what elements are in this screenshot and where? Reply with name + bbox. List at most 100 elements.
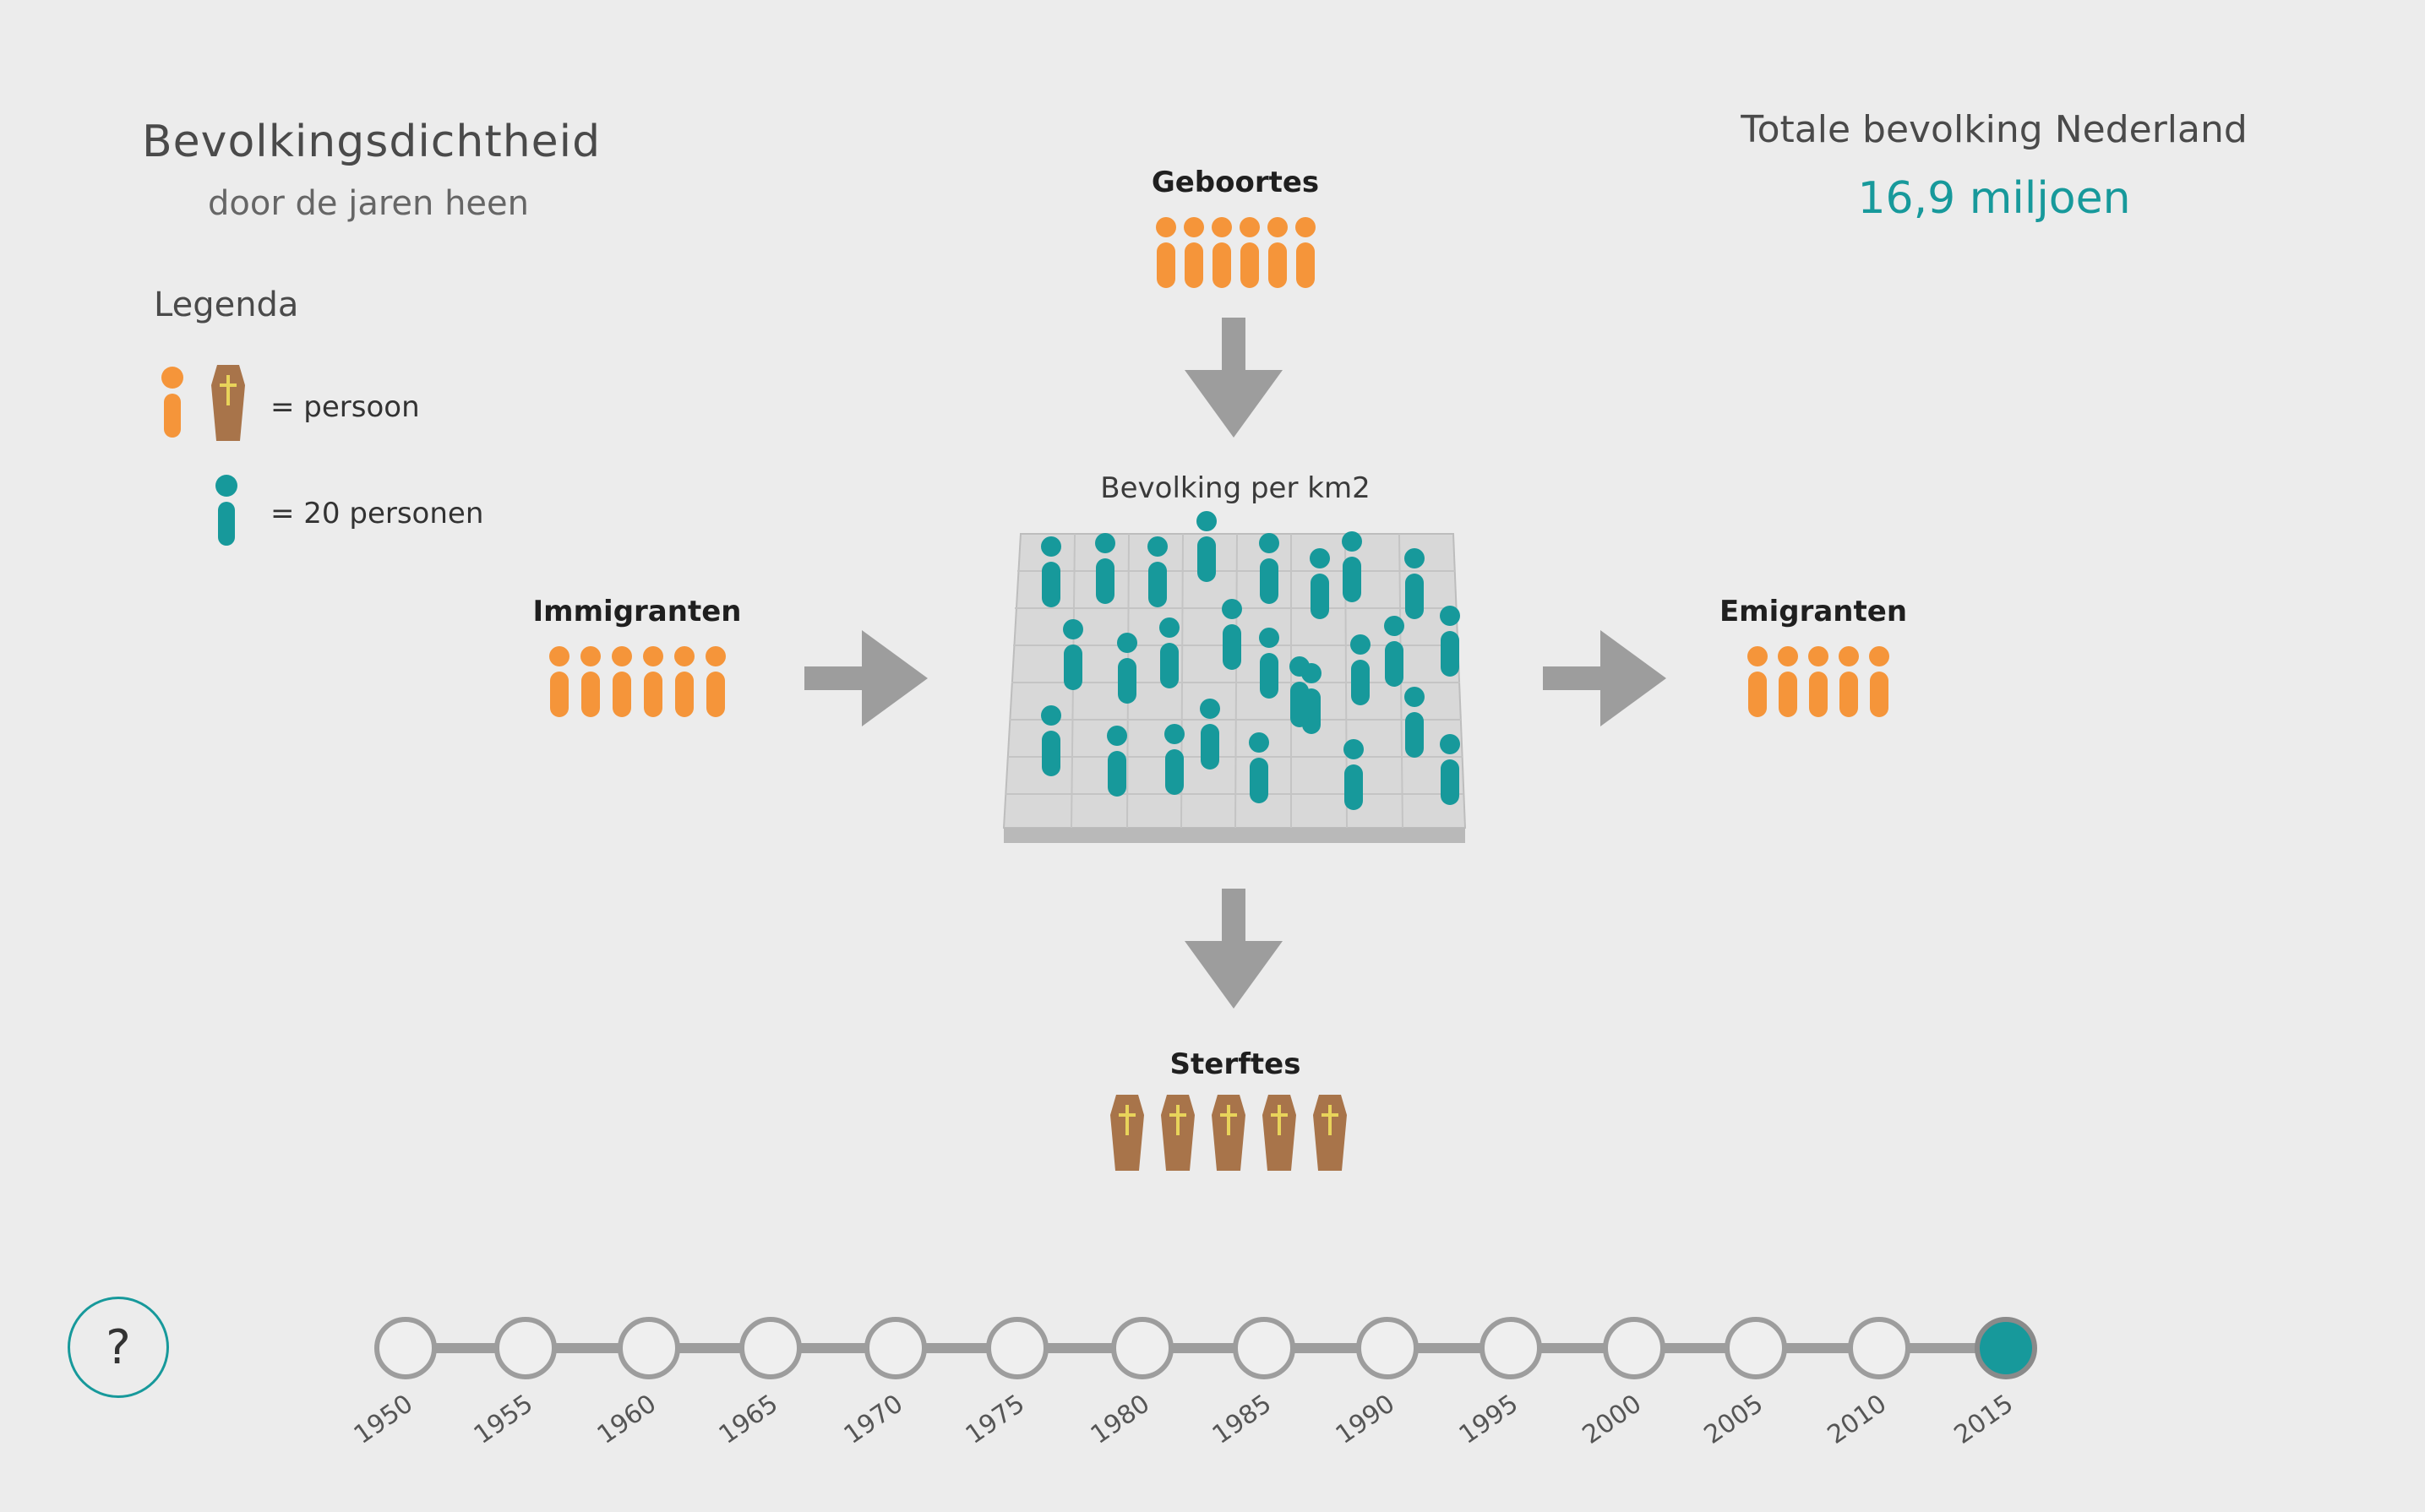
timeline-year-label: 1965 (713, 1389, 784, 1450)
person-icon (612, 646, 632, 717)
group-person-icon (1249, 732, 1269, 803)
help-symbol: ? (106, 1319, 131, 1375)
timeline-node-1990[interactable] (1356, 1317, 1419, 1379)
arrow-down-icon (1185, 889, 1283, 1009)
timeline-year-label: 1960 (591, 1389, 662, 1450)
timeline-node-2005[interactable] (1725, 1317, 1787, 1379)
group-person-icon (1343, 739, 1364, 810)
coffin-icon (211, 365, 245, 441)
person-icon (1156, 217, 1176, 288)
group-person-icon (1342, 531, 1362, 602)
timeline-node-1960[interactable] (618, 1317, 680, 1379)
total-population-value: 16,9 miljoen (1857, 173, 2131, 224)
person-icon (549, 646, 569, 717)
timeline-year-label: 1950 (348, 1389, 419, 1450)
arrow-down-icon (1185, 318, 1283, 438)
timeline-year-label: 1995 (1453, 1389, 1524, 1450)
person-icon (1869, 646, 1889, 717)
timeline-year-label: 1975 (960, 1389, 1031, 1450)
arrow-right-icon (804, 630, 928, 726)
group-person-icon (1404, 687, 1425, 758)
group-person-icon (1289, 656, 1310, 727)
births-icons (1153, 216, 1321, 289)
timeline-year-label: 2015 (1948, 1389, 2019, 1450)
group-person-icon (1404, 548, 1425, 619)
timeline-year-label: 2005 (1698, 1389, 1769, 1450)
group-person-icon (1107, 726, 1127, 797)
timeline-year-label: 1985 (1207, 1389, 1278, 1450)
person-icon (1267, 217, 1288, 288)
timeline-node-1995[interactable] (1480, 1317, 1542, 1379)
emigrants-icons (1744, 645, 1896, 718)
timeline-year-label: 1955 (468, 1389, 539, 1450)
person-icon (1839, 646, 1859, 717)
group-person-icon (1440, 606, 1460, 677)
group-person-icon (1384, 616, 1404, 687)
person-icon (1212, 217, 1232, 288)
group-person-icon (1310, 548, 1330, 619)
deaths-label: Sterftes (1169, 1047, 1301, 1081)
total-population-title: Totale bevolking Nederland (1741, 108, 2248, 151)
density-figures (1000, 507, 1470, 828)
density-label: Bevolking per km2 (1100, 471, 1371, 505)
group-person-icon (1350, 634, 1371, 705)
timeline-node-2000[interactable] (1603, 1317, 1665, 1379)
group-person-icon (1222, 599, 1242, 670)
coffin-icon (1161, 1095, 1195, 1171)
timeline-node-1970[interactable] (864, 1317, 927, 1379)
births-label: Geboortes (1151, 166, 1320, 199)
timeline-year-label: 1980 (1085, 1389, 1156, 1450)
coffin-icon (1313, 1095, 1347, 1171)
person-icon (1184, 217, 1204, 288)
group-person-icon (1063, 619, 1083, 690)
arrow-right-icon (1543, 630, 1666, 726)
legend-person-label: = persoon (270, 390, 420, 424)
timeline-node-1950[interactable] (374, 1317, 437, 1379)
person-icon (643, 646, 663, 717)
group-person-icon (1041, 705, 1061, 776)
page-subtitle: door de jaren heen (208, 184, 529, 223)
person-icon (161, 367, 183, 438)
person-icon (1295, 217, 1316, 288)
timeline-node-1965[interactable] (739, 1317, 802, 1379)
group-person-icon (1440, 734, 1460, 805)
timeline-node-1985[interactable] (1233, 1317, 1295, 1379)
coffin-icon (1110, 1095, 1144, 1171)
deaths-icons (1109, 1093, 1362, 1174)
group-person-icon (1041, 536, 1061, 607)
coffin-icon (1262, 1095, 1296, 1171)
group-person-icon (1117, 633, 1137, 704)
immigrants-label: Immigranten (532, 595, 742, 628)
timeline-node-1955[interactable] (494, 1317, 557, 1379)
person-icon (580, 646, 601, 717)
timeline-node-1975[interactable] (986, 1317, 1049, 1379)
group-person-icon (1259, 533, 1279, 604)
person-icon (1778, 646, 1798, 717)
timeline-year-label: 2000 (1577, 1389, 1648, 1450)
group-person-icon (1200, 699, 1220, 770)
emigrants-label: Emigranten (1719, 595, 1908, 628)
group-person-icon (1147, 536, 1168, 607)
timeline-year-label: 1990 (1330, 1389, 1401, 1450)
person-icon (1808, 646, 1828, 717)
person-icon (1747, 646, 1768, 717)
coffin-icon (1212, 1095, 1245, 1171)
page-title: Bevolkingsdichtheid (142, 117, 602, 167)
timeline-year-label: 2010 (1822, 1389, 1893, 1450)
timeline-node-2010[interactable] (1848, 1317, 1910, 1379)
legend-title: Legenda (154, 286, 299, 324)
timeline-node-1980[interactable] (1111, 1317, 1174, 1379)
timeline-year-label: 1970 (838, 1389, 909, 1450)
group-person-icon (215, 475, 237, 546)
immigrants-icons (546, 645, 732, 718)
group-person-icon (1164, 724, 1185, 795)
group-person-icon (1095, 533, 1115, 604)
legend-group-label: = 20 personen (270, 497, 484, 530)
help-button[interactable]: ? (68, 1297, 169, 1398)
timeline-node-2015[interactable] (1975, 1317, 2037, 1379)
group-person-icon (1196, 511, 1217, 582)
person-icon (1240, 217, 1260, 288)
person-icon (706, 646, 726, 717)
group-person-icon (1259, 628, 1279, 699)
person-icon (674, 646, 695, 717)
